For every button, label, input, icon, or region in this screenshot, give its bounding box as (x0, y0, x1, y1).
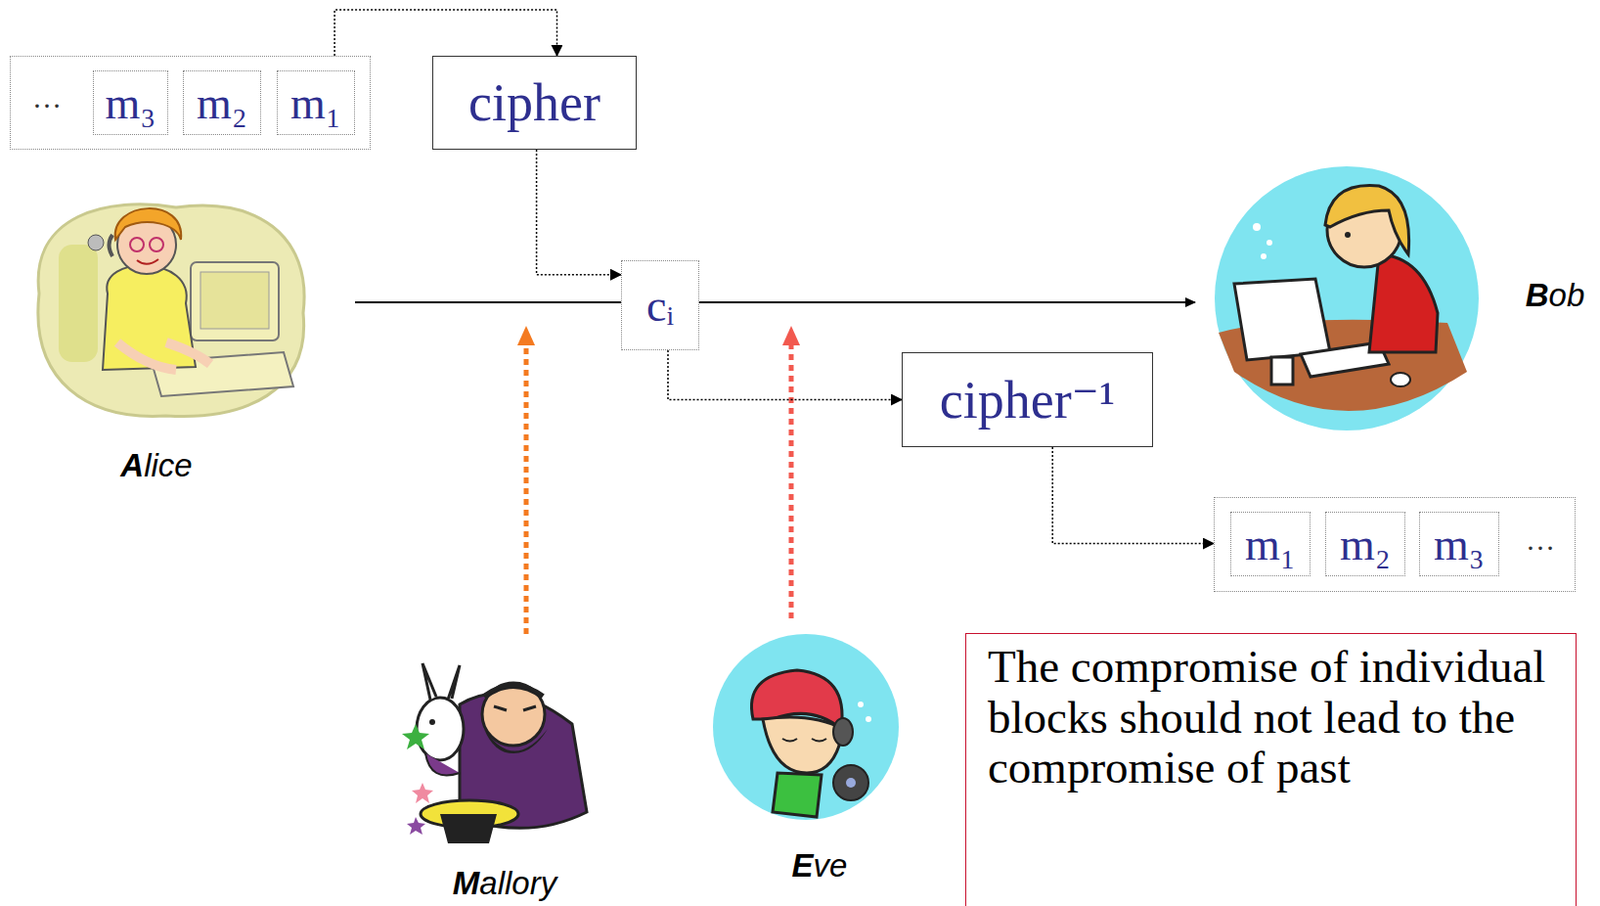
flow-connector (334, 9, 557, 56)
message-queue: … m₁ m₂ m₃ (1213, 496, 1576, 592)
message-block: m₃ (92, 70, 169, 135)
mallory-figure (401, 663, 587, 844)
flow-connector (536, 149, 622, 275)
node-label: m₃ (1433, 518, 1485, 571)
message-queue: … m₃ m₂ m₁ (9, 55, 371, 150)
person-name: Alice (120, 446, 192, 485)
person-name: Mallory (452, 864, 557, 902)
node-label: m₁ (1244, 518, 1296, 571)
mallory-arrow (524, 334, 530, 634)
note-box: The compromise of individual blocks shou… (965, 632, 1577, 906)
node-label: … (32, 81, 62, 115)
node-label: m₁ (290, 77, 342, 130)
note-text: The compromise of individual blocks shou… (987, 641, 1560, 794)
cipher-box: cipher (432, 55, 637, 150)
flow-connector (667, 350, 902, 400)
node-label: cipher⁻¹ (939, 368, 1116, 431)
message-block: m₂ (1325, 511, 1406, 577)
node-label: cipher (468, 72, 601, 134)
decipher-box: cipher⁻¹ (901, 352, 1154, 447)
node-label: cᵢ (646, 279, 674, 332)
eve-arrow (789, 334, 795, 619)
message-block: m₁ (276, 70, 356, 135)
bob-figure (1214, 166, 1479, 431)
person-name: Bob (1525, 276, 1586, 314)
flow-connector (1052, 446, 1214, 544)
node-label: … (1525, 523, 1556, 557)
message-block: m₃ (1419, 511, 1500, 577)
message-block: m₂ (182, 70, 262, 135)
ciphertext-block: cᵢ (621, 260, 700, 351)
eve-figure (712, 633, 899, 820)
node-label: m₂ (1339, 518, 1391, 571)
alice-figure (38, 204, 305, 417)
channel-line (355, 301, 1196, 304)
node-label: m₃ (105, 77, 157, 130)
node-label: m₂ (196, 77, 248, 130)
person-name: Eve (792, 846, 848, 885)
message-block: m₁ (1230, 511, 1311, 577)
